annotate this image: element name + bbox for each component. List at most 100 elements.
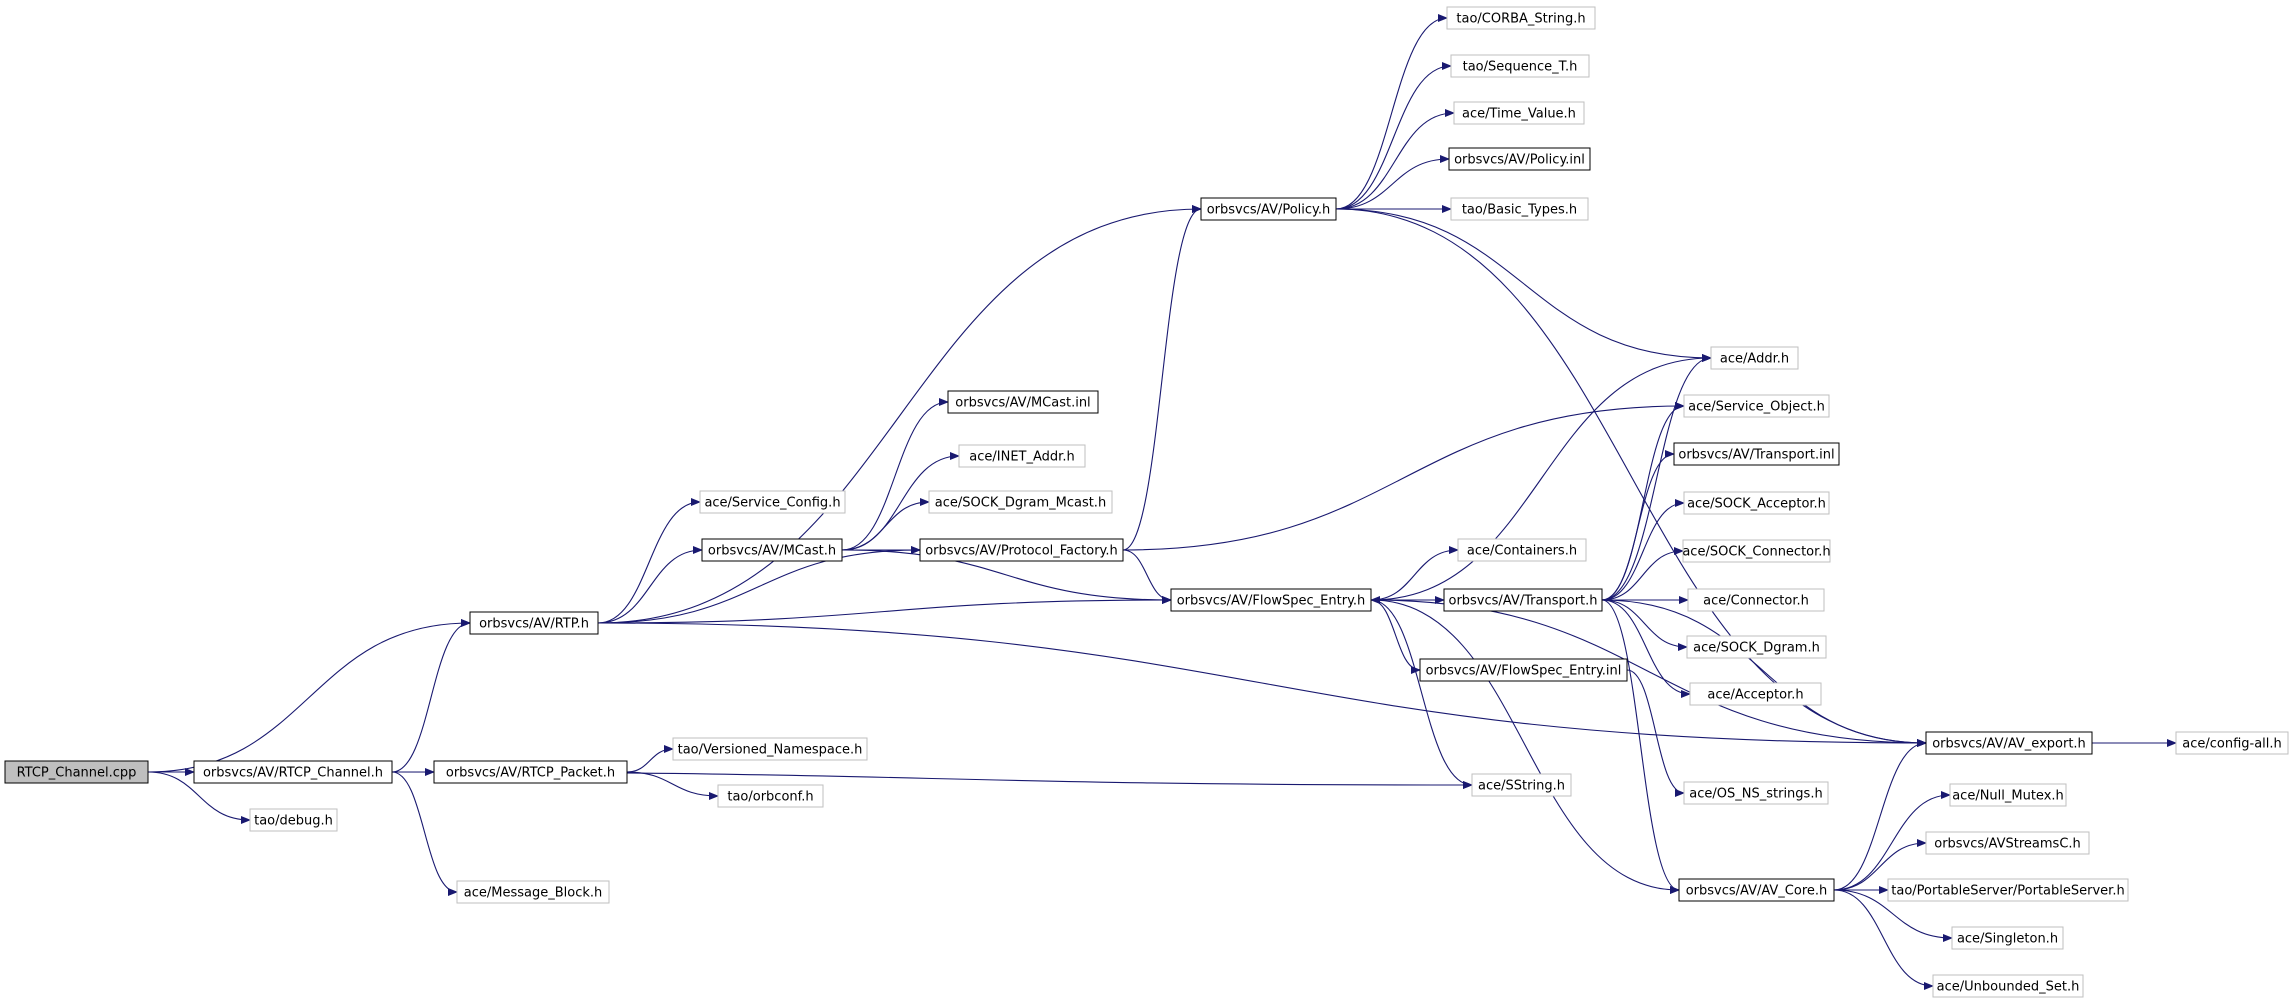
node-svcobj: ace/Service_Object.h (1683, 394, 1830, 418)
node-box (1686, 635, 1827, 659)
node-label: orbsvcs/AV/AV_Core.h (1686, 884, 1828, 899)
node-box (928, 490, 1113, 514)
edge-rtcp_cpp-to-debug (147, 771, 251, 824)
node-box (1710, 346, 1799, 370)
node-avcore[interactable]: orbsvcs/AV/AV_Core.h (1678, 878, 1835, 902)
edge-flowspecinl-to-osns (1626, 669, 1685, 797)
node-box (2175, 731, 2289, 755)
node-label: orbsvcs/AV/RTP.h (479, 617, 589, 632)
node-protofac[interactable]: orbsvcs/AV/Protocol_Factory.h (919, 538, 1124, 562)
node-label: tao/Versioned_Namespace.h (678, 743, 863, 758)
node-label: ace/OS_NS_strings.h (1689, 787, 1822, 802)
node-box (433, 760, 628, 784)
node-orbconf: tao/orbconf.h (717, 784, 824, 808)
node-policy[interactable]: orbsvcs/AV/Policy.h (1200, 197, 1337, 221)
node-label: ace/Service_Config.h (704, 496, 840, 511)
node-osns: ace/OS_NS_strings.h (1683, 781, 1829, 805)
node-label: orbsvcs/AVStreamsC.h (1934, 837, 2081, 852)
edge-avcore-to-nullmutex (1833, 791, 1951, 891)
node-avexport[interactable]: orbsvcs/AV/AV_export.h (1925, 731, 2093, 755)
node-label: ace/Acceptor.h (1707, 688, 1803, 703)
node-label: tao/Basic_Types.h (1462, 203, 1577, 218)
edge-policy-to-policyinl (1335, 155, 1450, 210)
node-label: ace/Null_Mutex.h (1952, 789, 2064, 804)
node-configall: ace/config-all.h (2175, 731, 2289, 755)
node-label: orbsvcs/AV/FlowSpec_Entry.inl (1426, 664, 1622, 679)
node-label: ace/SOCK_Connector.h (1682, 545, 1830, 560)
edge-transport-to-svcobj (1601, 402, 1685, 601)
edge-flowspec-to-addr (1370, 354, 1712, 601)
edge-transport-to-sockacc (1601, 499, 1685, 601)
edge-rtcp_cpp-to-rtp (147, 619, 471, 773)
edge-transport-to-transinl (1601, 450, 1675, 601)
node-inetaddr: ace/INET_Addr.h (958, 444, 1086, 468)
node-rtcp_pkt[interactable]: orbsvcs/AV/RTCP_Packet.h (433, 760, 628, 784)
node-box (1683, 781, 1829, 805)
node-label: orbsvcs/AV/Transport.h (1448, 594, 1597, 609)
edge-avcore-to-avexport (1833, 739, 1927, 891)
edge-flowspec-to-containers (1370, 546, 1459, 601)
node-label: ace/SOCK_Acceptor.h (1687, 497, 1826, 512)
edge-rtcp_pkt-to-orbconf (626, 771, 719, 800)
node-avstreamsc: orbsvcs/AVStreamsC.h (1925, 831, 2090, 855)
edge-policy-to-timeval (1335, 109, 1455, 210)
node-box (717, 784, 824, 808)
node-transport[interactable]: orbsvcs/AV/Transport.h (1443, 588, 1603, 612)
node-sockdgm: ace/SOCK_Dgram_Mcast.h (928, 490, 1113, 514)
node-box (701, 538, 843, 562)
edge-rtcp_pkt-to-versns (626, 745, 674, 773)
node-label: tao/Sequence_T.h (1463, 60, 1578, 75)
node-seqt: tao/Sequence_T.h (1450, 54, 1590, 78)
node-box (947, 390, 1099, 414)
node-containers: ace/Containers.h (1457, 538, 1587, 562)
node-box (919, 538, 1124, 562)
node-unbset: ace/Unbounded_Set.h (1932, 974, 2084, 998)
node-box (1683, 491, 1830, 515)
node-mcastinl[interactable]: orbsvcs/AV/MCast.inl (947, 390, 1099, 414)
node-connector: ace/Connector.h (1687, 588, 1825, 612)
edge-policy-to-corbastr (1335, 14, 1448, 210)
node-box (1448, 147, 1591, 171)
node-layer: RTCP_Channel.cpp orbsvcs/AV/RTCP_Channel.… (4, 6, 2289, 998)
node-box (1951, 926, 2064, 950)
node-addr: ace/Addr.h (1710, 346, 1799, 370)
node-flowspec[interactable]: orbsvcs/AV/FlowSpec_Entry.h (1170, 588, 1372, 612)
node-rtcp_cpp[interactable]: RTCP_Channel.cpp (4, 760, 149, 784)
edge-transport-to-avcore (1601, 599, 1680, 894)
edge-rtcp_ch-to-msgblk (391, 771, 458, 896)
node-box (1446, 6, 1596, 30)
node-mcast[interactable]: orbsvcs/AV/MCast.h (701, 538, 843, 562)
node-svcconf: ace/Service_Config.h (699, 490, 846, 514)
edge-flowspec-to-avcore (1370, 599, 1680, 894)
node-label: ace/Containers.h (1467, 544, 1577, 559)
node-debug: tao/debug.h (249, 808, 338, 832)
edge-mcast-to-sockdgm (841, 498, 930, 551)
node-label: ace/SOCK_Dgram.h (1693, 641, 1820, 656)
node-box (1678, 878, 1835, 902)
edge-protofac-to-svcobj (1122, 402, 1685, 551)
node-box (1673, 442, 1840, 466)
node-rtp[interactable]: orbsvcs/AV/RTP.h (469, 611, 599, 635)
edge-policy-to-addr (1335, 208, 1712, 362)
node-box (193, 760, 393, 784)
node-portable: tao/PortableServer/PortableServer.h (1887, 878, 2129, 902)
node-policyinl[interactable]: orbsvcs/AV/Policy.inl (1448, 147, 1591, 171)
edge-layer (147, 14, 2177, 990)
node-box (1932, 974, 2084, 998)
node-label: RTCP_Channel.cpp (17, 766, 137, 781)
node-flowspecinl[interactable]: orbsvcs/AV/FlowSpec_Entry.inl (1419, 658, 1628, 682)
node-box (699, 490, 846, 514)
edge-transport-to-sockdgram (1601, 599, 1688, 651)
node-label: ace/config-all.h (2182, 737, 2282, 752)
node-box (1887, 878, 2129, 902)
node-label: ace/SString.h (1478, 779, 1565, 794)
edge-rtp-to-policy (597, 205, 1202, 624)
node-transinl[interactable]: orbsvcs/AV/Transport.inl (1673, 442, 1840, 466)
edge-rtp-to-svcconf (597, 498, 701, 624)
node-rtcp_ch[interactable]: orbsvcs/AV/RTCP_Channel.h (193, 760, 393, 784)
node-label: orbsvcs/AV/Transport.inl (1678, 448, 1834, 463)
node-box (1682, 539, 1831, 563)
node-box (1471, 773, 1572, 797)
node-box (249, 808, 338, 832)
node-sockconn: ace/SOCK_Connector.h (1682, 539, 1831, 563)
